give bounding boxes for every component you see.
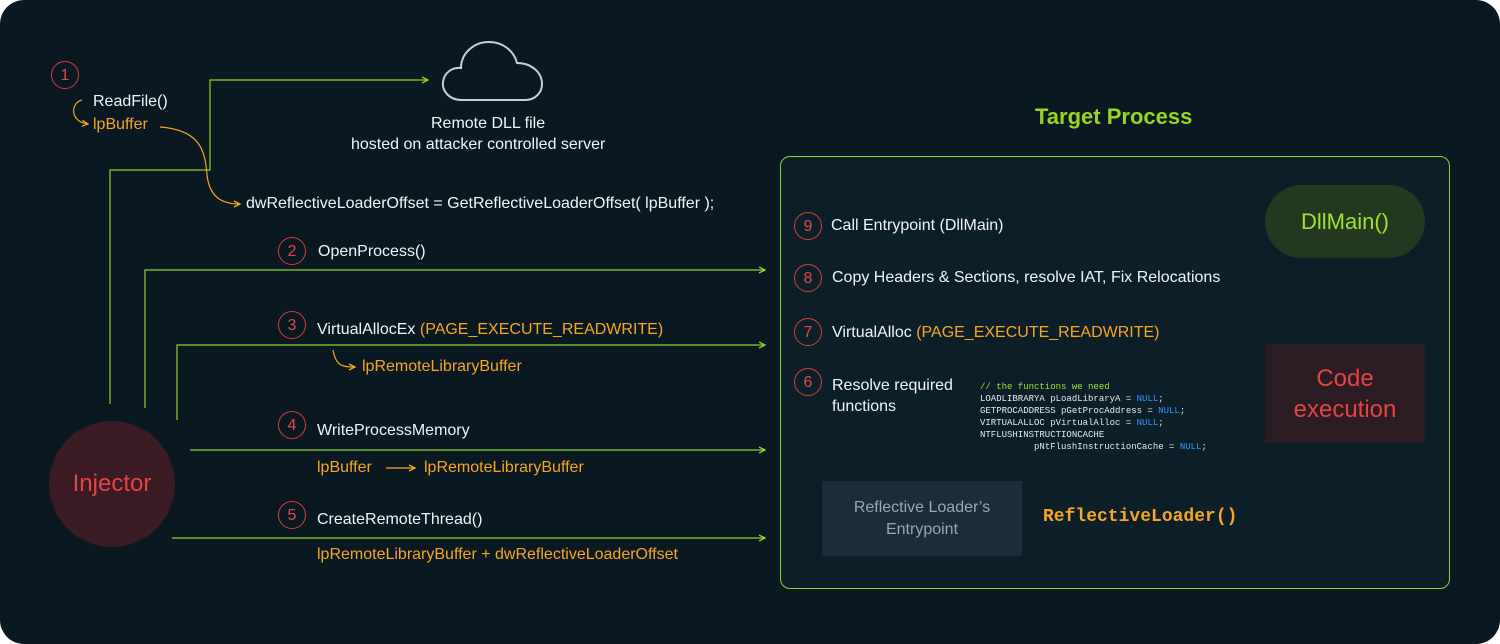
code-execution-line2: execution xyxy=(1293,395,1397,423)
step-4-call: WriteProcessMemory xyxy=(317,422,470,439)
code-line-2: GETPROCADDRESS pGetProcAddress = NULL; xyxy=(980,406,1186,416)
line-virtualallocex xyxy=(176,345,765,420)
injector-node: Injector xyxy=(49,421,175,547)
rl-box-line2: Entrypoint xyxy=(885,520,959,538)
step-5-arg: lpRemoteLibraryBuffer + dwReflectiveLoad… xyxy=(317,546,678,563)
cloud-caption-line1: Remote DLL file xyxy=(431,115,546,132)
step-1-output: lpBuffer xyxy=(93,116,148,133)
code-line-5: pNtFlushInstructionCache = NULL; xyxy=(1034,442,1207,452)
step-8-text: Copy Headers & Sections, resolve IAT, Fi… xyxy=(832,269,1221,286)
step-6-line1: Resolve required xyxy=(832,377,953,394)
step-3-call: VirtualAllocEx (PAGE_EXECUTE_READWRITE) xyxy=(317,321,663,339)
arrow-lpbuffer-to-offset xyxy=(159,126,240,204)
step-5-badge: 5 xyxy=(278,501,306,529)
step-7-badge: 7 xyxy=(794,318,822,346)
step-7-call: VirtualAlloc xyxy=(832,324,912,341)
step-3-badge: 3 xyxy=(278,311,306,339)
line-injector-to-cloud xyxy=(109,80,428,404)
arrow-readfile-output xyxy=(73,99,88,124)
cloud-caption-line2: hosted on attacker controlled server xyxy=(351,136,606,153)
step-6-badge: 6 xyxy=(794,368,822,396)
reflective-loader-function: ReflectiveLoader() xyxy=(1043,507,1238,527)
offset-expression: dwReflectiveLoaderOffset = GetReflective… xyxy=(246,195,715,212)
code-comment: // the functions we need xyxy=(980,382,1110,392)
line-openprocess xyxy=(144,270,765,408)
rl-box-line1: Reflective Loader’s xyxy=(853,498,991,516)
code-line-1: LOADLIBRARYA pLoadLibraryA = NULL; xyxy=(980,394,1164,404)
step-8-badge: 8 xyxy=(794,264,822,292)
step-3-call-name: VirtualAllocEx xyxy=(317,321,416,338)
arrow-virtualallocex-output xyxy=(332,349,355,367)
step-2-call: OpenProcess() xyxy=(318,243,426,260)
code-line-4: NTFLUSHINSTRUCTIONCACHE xyxy=(980,430,1105,440)
step-4-source: lpBuffer xyxy=(317,459,372,476)
step-1-call: ReadFile() xyxy=(93,93,168,110)
step-2-badge: 2 xyxy=(278,237,306,265)
step-3-output: lpRemoteLibraryBuffer xyxy=(362,358,522,375)
step-3-arg: (PAGE_EXECUTE_READWRITE) xyxy=(419,321,664,338)
step-5-call: CreateRemoteThread() xyxy=(317,511,483,528)
step-6-line2: functions xyxy=(832,398,897,415)
step-4-destination: lpRemoteLibraryBuffer xyxy=(424,459,584,476)
code-execution-line1: Code xyxy=(1316,364,1374,392)
step-7-text: VirtualAlloc (PAGE_EXECUTE_READWRITE) xyxy=(832,324,1160,342)
code-line-3: VIRTUALALLOC pVirtualAlloc = NULL; xyxy=(980,418,1164,428)
step-1-badge: 1 xyxy=(51,61,79,89)
step-9-text: Call Entrypoint (DllMain) xyxy=(831,217,1004,234)
dllmain-node: DllMain() xyxy=(1265,185,1425,258)
step-9-badge: 9 xyxy=(794,212,822,240)
target-process-title: Target Process xyxy=(1035,104,1193,129)
code-execution-node: Code execution xyxy=(1265,344,1425,443)
step-7-arg: (PAGE_EXECUTE_READWRITE) xyxy=(916,324,1160,341)
cloud-icon xyxy=(441,40,544,101)
code-snippet: // the functions we need LOADLIBRARYA pL… xyxy=(980,381,1207,453)
step-4-badge: 4 xyxy=(278,411,306,439)
